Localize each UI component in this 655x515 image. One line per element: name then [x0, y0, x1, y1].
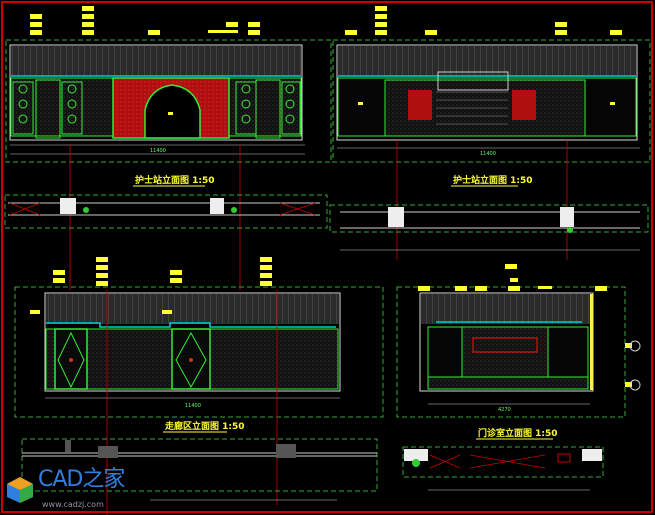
elevation-view-b: 11400	[332, 6, 651, 260]
plan-strip-c	[21, 438, 378, 501]
watermark-brand: CAD之家	[38, 467, 125, 492]
overall-dimension: 11400	[480, 151, 496, 157]
overall-dimension: 11400	[150, 148, 166, 154]
plan-strip-a	[4, 194, 328, 229]
view-c-title: 走廊区立面图 1:50	[164, 420, 245, 432]
watermark-url: www.cadzj.com	[42, 500, 104, 509]
elevation-view-c: 11400	[14, 257, 384, 515]
view-a-title: 护士站立面图 1:50	[135, 174, 215, 186]
plan-strip-b	[329, 204, 649, 251]
cad-logo-icon	[7, 477, 33, 503]
overall-dimension: 11400	[185, 403, 201, 409]
view-d-title: 门诊室立面图 1:50	[478, 427, 558, 439]
elevation-view-d: 4270	[396, 264, 641, 418]
view-b-title: 护士站立面图 1:50	[453, 174, 533, 186]
elevation-view-a: 11400	[5, 6, 332, 290]
plan-strip-d	[402, 446, 604, 491]
overall-dimension: 4270	[498, 407, 511, 413]
